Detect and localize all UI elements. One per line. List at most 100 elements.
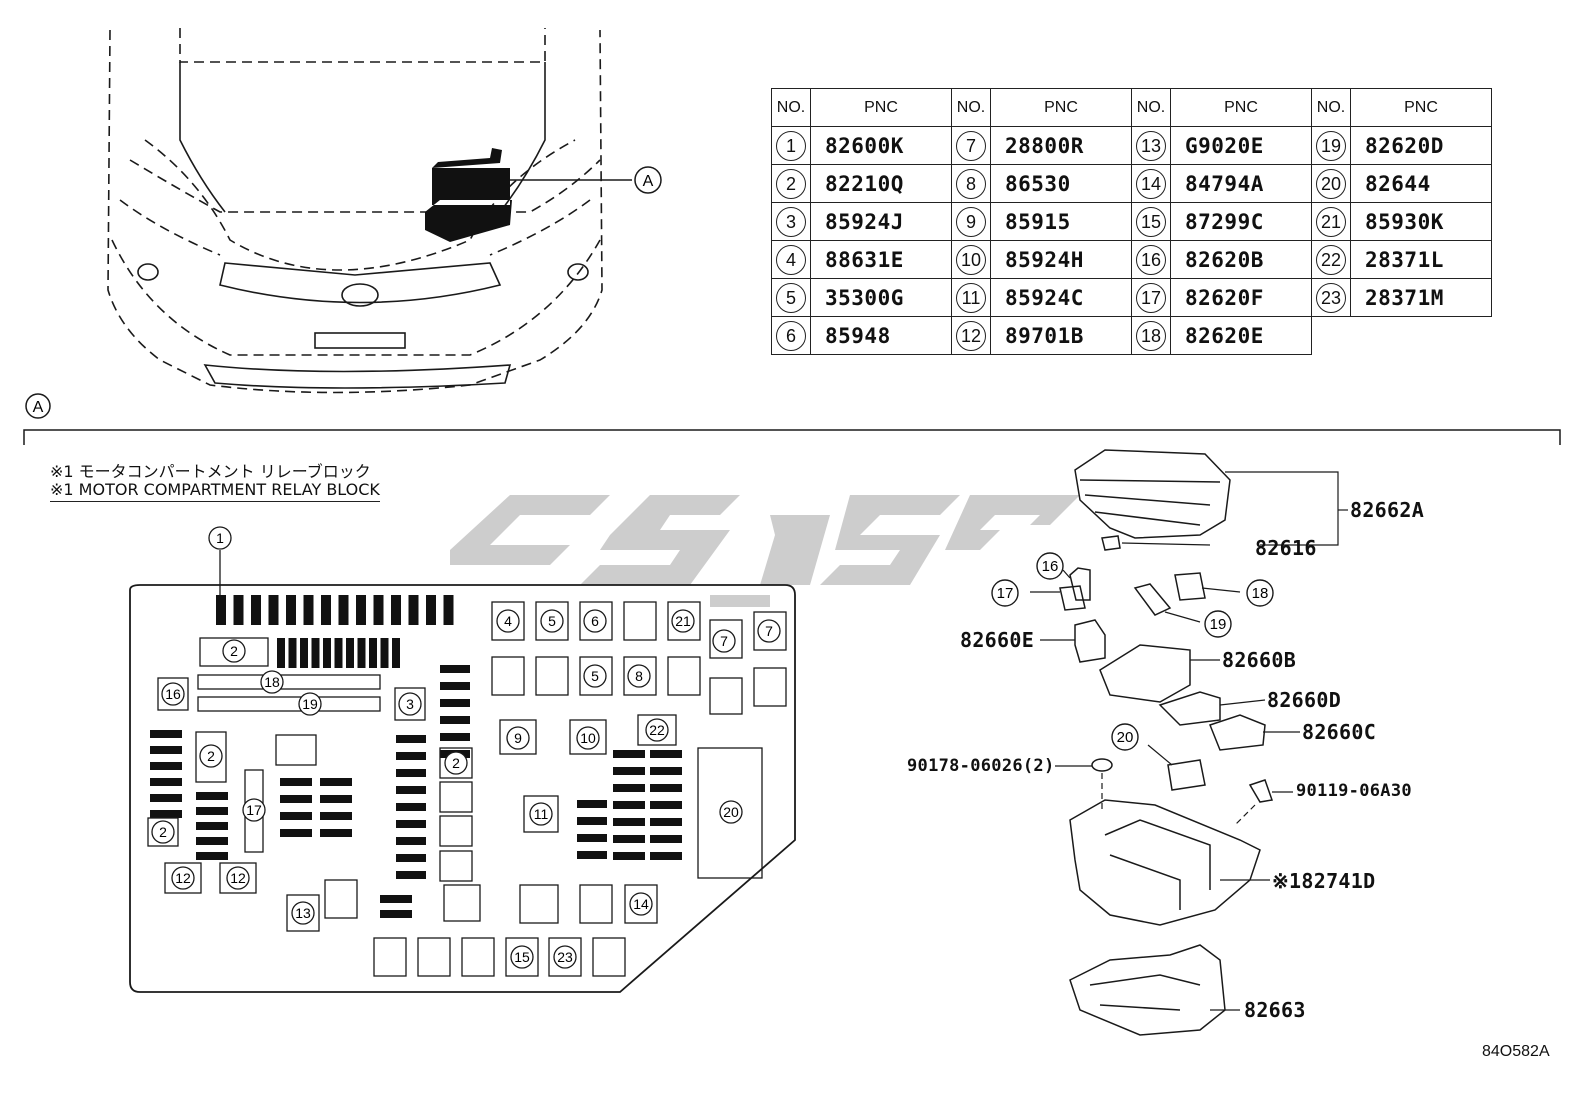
fuse-bar xyxy=(196,822,228,830)
callout-label: 2 xyxy=(230,643,238,659)
callout-circle xyxy=(712,629,736,653)
callout-circle xyxy=(199,744,223,768)
item-number-circle: 17 xyxy=(1136,282,1166,313)
pnc-code: 35300G xyxy=(810,278,952,317)
callout-label: 12 xyxy=(230,870,246,886)
callout-circle xyxy=(171,866,195,890)
fuse-bar xyxy=(426,595,436,625)
exploded-callout-label: 18 xyxy=(1252,585,1269,602)
fuse-bar xyxy=(396,752,426,760)
label-82660D: 82660D xyxy=(1267,688,1342,712)
callout-circle xyxy=(298,692,322,716)
fuse-bar xyxy=(280,812,312,820)
fuse-bar xyxy=(577,800,607,808)
slot-box xyxy=(709,619,743,659)
fuse-bar xyxy=(150,746,182,754)
label-82616: 82616 xyxy=(1255,536,1317,560)
item-number-circle: 6 xyxy=(776,320,806,351)
pnc-code: 86530 xyxy=(990,164,1132,203)
callout-circle xyxy=(627,664,651,688)
label-82660B: 82660B xyxy=(1222,648,1297,672)
fuse-bar xyxy=(650,750,682,758)
callout-label: 15 xyxy=(514,949,530,965)
slot-box xyxy=(197,674,381,690)
fuse-bar xyxy=(440,682,470,690)
fuse-bar xyxy=(288,638,297,668)
callout-circle xyxy=(291,901,315,925)
watermark-logo xyxy=(450,495,1080,607)
slot-box xyxy=(439,850,473,882)
slot-box xyxy=(637,714,677,746)
callout-circle xyxy=(506,726,530,750)
callout-label: 12 xyxy=(175,870,191,886)
slot-box xyxy=(439,781,473,813)
exploded-callout-circle xyxy=(1111,723,1139,751)
exploded-callout-label: 17 xyxy=(997,585,1014,602)
callout-circle xyxy=(510,945,534,969)
item-number-circle: 14 xyxy=(1136,168,1166,199)
item-number-circle: 9 xyxy=(956,206,986,237)
callout-circle xyxy=(540,609,564,633)
label-82741D: ※182741D xyxy=(1272,869,1376,893)
slot-box xyxy=(219,862,257,894)
callout-circle xyxy=(629,892,653,916)
fuse-bar xyxy=(577,817,607,825)
callout-label: 3 xyxy=(406,696,414,712)
pnc-code: 82620E xyxy=(1170,316,1312,355)
slot-box xyxy=(579,656,613,696)
callout-circle xyxy=(496,609,520,633)
slot-box xyxy=(579,601,613,641)
callout-label: 11 xyxy=(534,806,549,822)
callout-circle xyxy=(583,664,607,688)
callout-circle xyxy=(529,802,553,826)
callout-label: 21 xyxy=(675,613,691,629)
callout-circle xyxy=(444,751,468,775)
exploded-callout-label: 19 xyxy=(1210,616,1227,633)
callout-label: 18 xyxy=(264,674,280,690)
fuse-bar xyxy=(356,595,366,625)
pnc-code: 85948 xyxy=(810,316,952,355)
callout-label: 7 xyxy=(720,633,728,649)
fuse-bar xyxy=(613,835,645,843)
item-number-circle: 15 xyxy=(1136,206,1166,237)
fuse-bar xyxy=(323,638,331,668)
fuse-bar xyxy=(150,794,182,802)
fuse-bar xyxy=(150,778,182,786)
slot-box xyxy=(439,747,473,779)
pnc-code: 85924C xyxy=(990,278,1132,317)
item-number-circle: 8 xyxy=(956,168,986,199)
slot-box xyxy=(147,817,179,847)
callout-label: 23 xyxy=(557,949,573,965)
item-number-circle: 21 xyxy=(1316,206,1346,237)
pnc-code: 82210Q xyxy=(810,164,952,203)
callout-label: 5 xyxy=(591,668,599,684)
fuse-bar xyxy=(196,837,228,845)
slot-box xyxy=(623,656,657,696)
fuse-bar xyxy=(369,638,377,668)
exploded-callout-circle xyxy=(1204,610,1232,638)
fuse-bar xyxy=(650,784,682,792)
fuse-bar xyxy=(443,595,454,625)
fuse-bar xyxy=(380,895,412,903)
pnc-code: 85930K xyxy=(1350,202,1492,241)
callout-circle xyxy=(222,639,246,663)
exploded-callout-circle xyxy=(991,579,1019,607)
slot-box xyxy=(697,747,763,879)
fuse-bar xyxy=(396,820,426,828)
fuse-bar xyxy=(338,595,349,625)
fuse-bar xyxy=(396,803,426,811)
fuse-bar xyxy=(150,730,182,738)
slot-box xyxy=(535,656,569,696)
fuse-bar xyxy=(251,595,261,625)
cover-82662A xyxy=(1074,449,1231,539)
slot-box xyxy=(491,656,525,696)
fuse-bar xyxy=(320,829,352,837)
fuse-bar xyxy=(440,716,470,724)
callout-circle xyxy=(161,682,185,706)
pnc-code: 82644 xyxy=(1350,164,1492,203)
